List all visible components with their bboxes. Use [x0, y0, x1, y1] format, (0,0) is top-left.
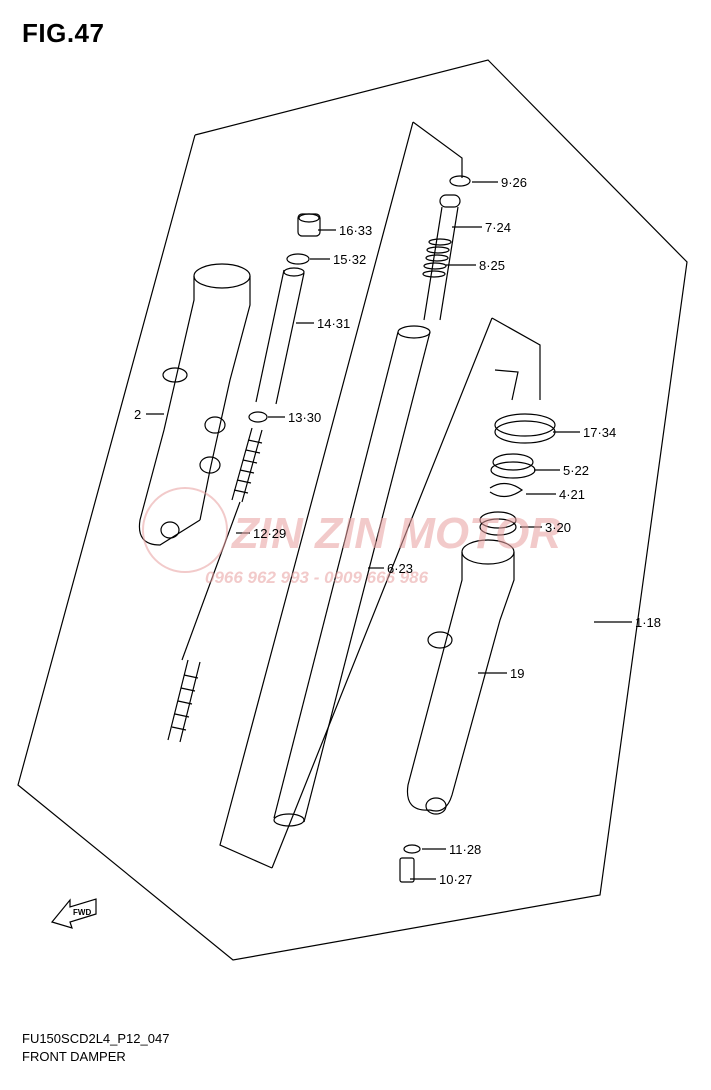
figure-code: FU150SCD2L4_P12_047	[22, 1031, 170, 1046]
label-part-14-31: 14·31	[317, 316, 350, 331]
cap-bolt-16	[297, 213, 321, 237]
outer-tube-2	[138, 263, 251, 546]
label-part-17-34: 17·34	[583, 425, 616, 440]
fwd-label: FWD	[73, 908, 91, 917]
watermark: ZIN ZIN MOTOR 0966 962 993 - 0909 666 98…	[142, 487, 561, 587]
figure-caption: FRONT DAMPER	[22, 1049, 126, 1064]
rebound-spring-8	[422, 238, 452, 278]
label-part-6-23: 6·23	[387, 561, 413, 576]
label-part-2: 2	[134, 407, 141, 422]
label-part-9-26: 9·26	[501, 175, 527, 190]
label-part-5-22: 5·22	[563, 463, 589, 478]
label-part-3-20: 3·20	[545, 520, 571, 535]
label-part-4-21: 4·21	[559, 487, 585, 502]
watermark-phone: 0966 962 993 - 0909 666 986	[205, 568, 429, 587]
oil-seal-3	[479, 511, 517, 536]
inner-tube-6	[273, 325, 431, 827]
label-part-12-29: 12·29	[253, 526, 286, 541]
inner-panel-right-edge	[271, 317, 493, 869]
inner-panel-left	[412, 121, 463, 178]
outer-frame	[17, 59, 688, 961]
washer-13	[248, 411, 268, 423]
label-part-16-33: 16·33	[339, 223, 372, 238]
label-part-10-27: 10·27	[439, 872, 472, 887]
damper-rod-7	[439, 194, 461, 208]
label-part-15-32: 15·32	[333, 252, 366, 267]
fork-spring-12	[167, 427, 263, 743]
dust-cover-17	[494, 369, 556, 444]
figure-title: FIG.47	[22, 18, 105, 48]
label-part-7-24: 7·24	[485, 220, 511, 235]
inner-panel-right	[491, 317, 541, 400]
label-part-11-28: 11·28	[449, 842, 481, 857]
gasket-11	[403, 844, 421, 854]
watermark-brand: ZIN ZIN MOTOR	[230, 509, 561, 558]
label-part-8-25: 8·25	[479, 258, 505, 273]
fwd-arrow-icon: FWD	[50, 898, 97, 929]
label-part-1-18: 1·18	[635, 615, 661, 630]
dust-seal-5	[490, 453, 536, 479]
inner-panel-left-edge	[219, 121, 414, 869]
label-part-13-30: 13·30	[288, 410, 321, 425]
stopper-ring-4	[489, 482, 524, 498]
bolt-10	[399, 857, 415, 883]
o-ring-15	[286, 253, 310, 265]
label-part-19: 19	[510, 666, 524, 681]
lower-tube-19	[406, 539, 515, 815]
snap-ring-9	[449, 175, 471, 187]
